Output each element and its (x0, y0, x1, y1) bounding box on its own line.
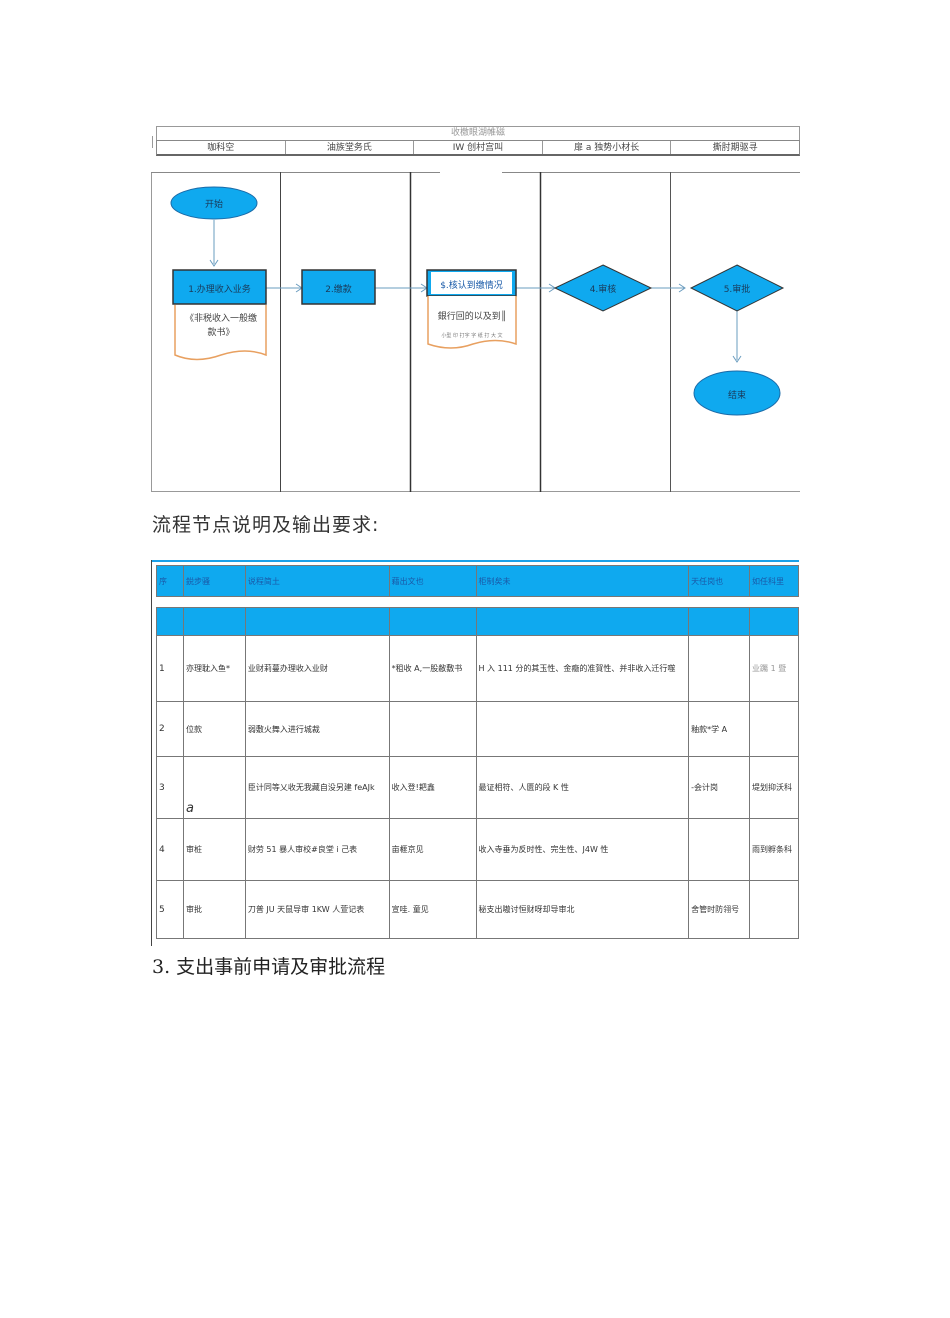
col-header: 柜制矣未 (475, 565, 690, 597)
row-dept (749, 701, 799, 757)
col-header: 序 (156, 565, 184, 597)
section-heading: 流程节点说明及输出要求: (152, 514, 380, 536)
row-step: 亦理耽入鱼* (182, 635, 246, 702)
step3-document (427, 296, 517, 349)
row-control (475, 701, 690, 757)
arrow-head (678, 283, 686, 293)
row-number: 3 (156, 756, 184, 819)
table-row: 5 审批 刀普 JU 天鼠导审 1KW 人萱记表 宣哇. 童见 秘支出嗷讨恒财呀… (156, 880, 799, 939)
node-table-wrap: 序 鋭步骚 说程简土 藉出文也 柜制矣未 天任岗也 如任科里 1 亦理耽入鱼* … (151, 560, 799, 948)
row-role: 舍管时防翎号 (688, 880, 751, 939)
col-header: 天任岗也 (688, 565, 751, 597)
table-subheader-row (156, 607, 799, 636)
col-header: 如任科里 (749, 565, 799, 597)
step3-inner (431, 272, 512, 294)
row-number: 2 (156, 701, 184, 757)
step3-doc-small: 小型 印 打字 字 纸 打 大 文 (441, 333, 503, 339)
row-role: 釉款*学 A (688, 701, 751, 757)
table-left-rule (151, 560, 152, 946)
row-output: 亩榧京见 (388, 818, 477, 881)
row-dept: 雨到孵条科 (749, 818, 799, 881)
lane-name: 扉 a 独势小材长 (543, 141, 672, 154)
step1-node (172, 269, 267, 305)
row-output (388, 701, 477, 757)
start-node (170, 186, 258, 220)
row-control: 收入寺垂为反时性、完生性、J4W 性 (475, 818, 690, 881)
flowchart-canvas (151, 172, 800, 492)
row-desc: 弱敷火舞入进行城裁 (244, 701, 390, 757)
step2-node (301, 269, 376, 305)
row-dept: 业䠱 1 暨 (749, 635, 799, 702)
step2-label: 2.缴款 (325, 285, 352, 295)
row-desc: 财劳 51 暴人审校#良堂 i 己表 (244, 818, 390, 881)
arrow-head (209, 259, 219, 267)
row-control: 秘支出嗷讨恒财呀却导审北 (475, 880, 690, 939)
row-control: 最证相符、人匮的段 K 性 (475, 756, 690, 819)
row-role (688, 635, 751, 702)
row-number: 4 (156, 818, 184, 881)
table-row: 2 位款 弱敷火舞入进行城裁 釉款*学 A (156, 701, 799, 757)
table-row: 1 亦理耽入鱼* 业财莉蔓办理收入业财 *租收 A,一股敝敷书 H 入 111 … (156, 635, 799, 702)
row-step: 位款 (182, 701, 246, 757)
step3-doc-label: 銀行回的以及到║ (437, 312, 507, 322)
swimlane-title: 收檄眼湖帷磁 (156, 126, 800, 140)
start-label: 开始 (204, 200, 223, 210)
row-number: 1 (156, 635, 184, 702)
next-section-heading: 3. 支出事前申请及审批流程 (152, 956, 386, 978)
lane-name: IW 创村宫叫 (414, 141, 543, 154)
table-row: 3 a 臣计同等乂收无我藏自没另建 feAJk 收入登!耙鑫 最证相符、人匮的段… (156, 756, 799, 819)
step1-doc-label: 《非税收入一般缴款书》 (184, 314, 257, 338)
step4-label: 4.审核 (589, 285, 617, 295)
row-desc: 刀普 JU 天鼠导审 1KW 人萱记表 (244, 880, 390, 939)
end-node (693, 370, 781, 416)
row-step: 审批 (182, 880, 246, 939)
row-step: a (182, 756, 246, 819)
step4-node (553, 264, 653, 312)
row-control: H 入 111 分的其玉性、金癥的准賀性、并非收入迁行噬 (475, 635, 690, 702)
row-output: 宣哇. 童见 (388, 880, 477, 939)
row-role: -会计岗 (688, 756, 751, 819)
col-header: 鋭步骚 (182, 565, 246, 597)
end-label: 结束 (727, 391, 746, 401)
col-header: 说程简土 (244, 565, 390, 597)
lane-name: 咖科空 (157, 141, 286, 154)
lane-name: 油族堂务氏 (286, 141, 415, 154)
step1-document (174, 305, 267, 361)
arrow-head (732, 355, 742, 363)
table-row: 4 审桩 财劳 51 暴人审校#良堂 i 己表 亩榧京见 收入寺垂为反时性、完生… (156, 818, 799, 881)
swimlane-header: 收檄眼湖帷磁 咖科空 油族堂务氏 IW 创村宫叫 扉 a 独势小材长 撕肘期驱寻 (152, 122, 800, 158)
lane-name: 撕肘期驱寻 (712, 143, 758, 153)
col-header: 藉出文也 (388, 565, 477, 597)
row-output: 收入登!耙鑫 (388, 756, 477, 819)
row-desc: 业财莉蔓办理收入业财 (244, 635, 390, 702)
row-desc: 臣计同等乂收无我藏自没另建 feAJk (244, 756, 390, 819)
swimlane-lanes: 咖科空 油族堂务氏 IW 创村宫叫 扉 a 独势小材长 撕肘期驱寻 (156, 140, 800, 156)
step1-label: 1.办理收入业务 (188, 285, 251, 295)
node-table: 序 鋭步骚 说程简土 藉出文也 柜制矣未 天任岗也 如任科里 1 亦理耽入鱼* … (156, 565, 799, 939)
header-divider (152, 136, 153, 148)
row-step: 审桩 (182, 818, 246, 881)
flowchart: 开始 1.办理收入业务 《非税收入一般缴款书》 2.缴款 $.核认到缴情况 銀行… (151, 172, 800, 492)
row-output: *租收 A,一股敝敷书 (388, 635, 477, 702)
row-number: 5 (156, 880, 184, 939)
row-dept (749, 880, 799, 939)
step3-label: $.核认到缴情况 (440, 281, 503, 291)
table-header-row: 序 鋭步骚 说程简土 藉出文也 柜制矣未 天任岗也 如任科里 (156, 565, 799, 597)
row-role (688, 818, 751, 881)
step5-node (689, 264, 785, 312)
step5-label: 5.审批 (723, 285, 751, 295)
table-top-rule (151, 560, 799, 562)
row-dept: 堤划抑沃科 (749, 756, 799, 819)
